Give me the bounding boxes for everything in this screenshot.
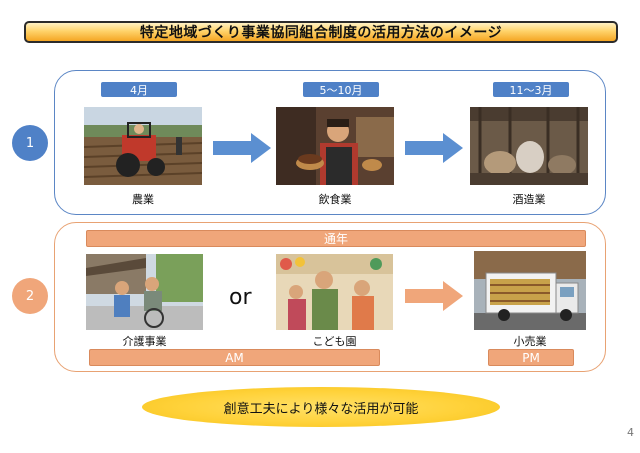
- arrow-right-icon: [213, 133, 271, 163]
- page-title: 特定地域づくり事業協同組合制度の活用方法のイメージ: [139, 25, 503, 41]
- title-banner: 特定地域づくり事業協同組合制度の活用方法のイメージ: [24, 21, 618, 43]
- label-restaurant: 飲食業: [318, 193, 352, 206]
- pm-bar: PM: [488, 349, 574, 366]
- kindergarten-photo: [276, 254, 393, 330]
- restaurant-photo: [276, 107, 394, 185]
- summary-text: 創意工夫により様々な活用が可能: [223, 401, 419, 417]
- section-2-number: 2: [12, 278, 48, 314]
- brewery-photo: [470, 107, 588, 185]
- label-kindergarten: こども園: [312, 335, 357, 348]
- section-1-number: 1: [12, 125, 48, 161]
- am-bar: AM: [89, 349, 380, 366]
- arrow-right-icon: [405, 281, 463, 311]
- month-tag-may-october: 5～10月: [303, 82, 379, 97]
- label-agriculture: 農業: [132, 193, 154, 206]
- month-tag-november-march: 11～3月: [493, 82, 569, 97]
- arrow-right-icon: [405, 133, 463, 163]
- label-nursing-care: 介護事業: [122, 335, 167, 348]
- section-1-panel: [54, 70, 606, 215]
- section-2-panel: [54, 222, 606, 372]
- nursing-care-photo: [86, 254, 203, 330]
- agriculture-photo: [84, 107, 202, 185]
- label-retail: 小売業: [513, 335, 547, 348]
- or-text: or: [229, 285, 252, 310]
- retail-truck-photo: [474, 251, 586, 330]
- month-tag-april: 4月: [101, 82, 177, 97]
- year-round-bar: 通年: [86, 230, 586, 247]
- label-brewery: 酒造業: [512, 193, 546, 206]
- page-number: 4: [627, 426, 634, 439]
- summary-oval: 創意工夫により様々な活用が可能: [142, 387, 500, 427]
